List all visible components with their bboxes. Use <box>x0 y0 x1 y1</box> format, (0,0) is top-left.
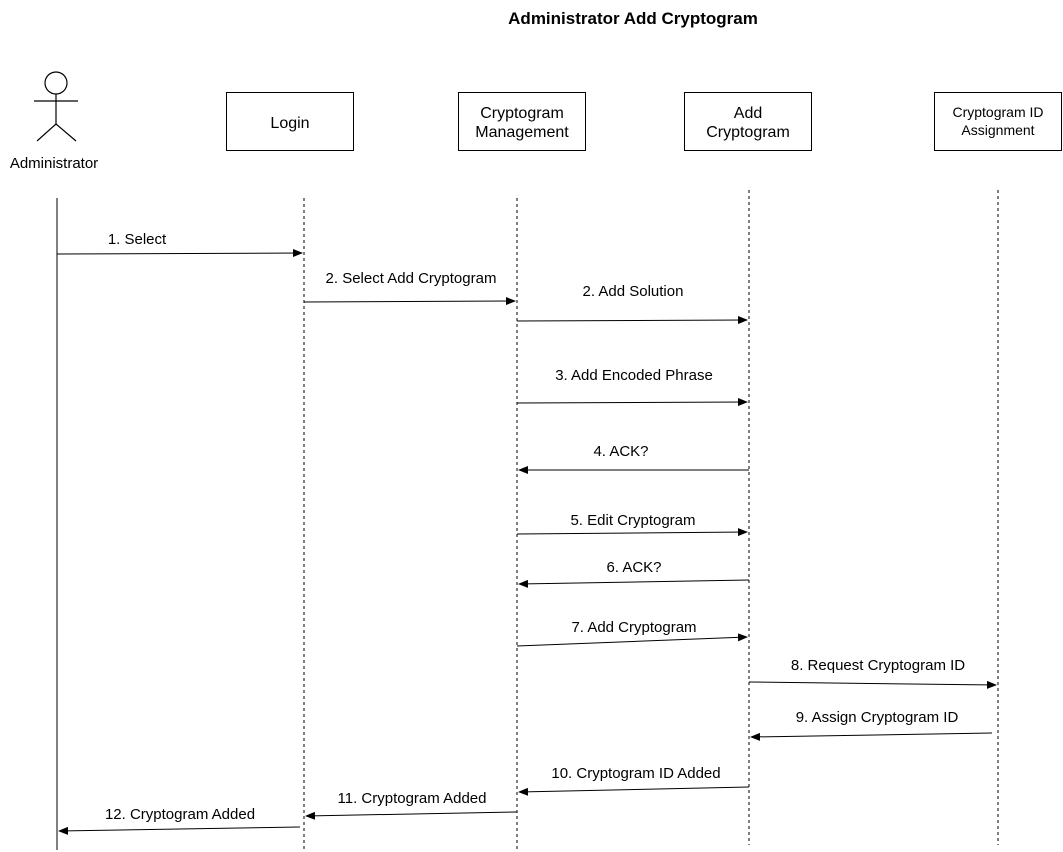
message-9: 8. Request Cryptogram ID <box>748 657 997 689</box>
participant-label-line: Add <box>734 105 762 122</box>
message-5: 4. ACK? <box>518 443 749 474</box>
message-arrow <box>303 297 516 306</box>
message-label: 6. ACK? <box>606 559 661 576</box>
message-4: 3. Add Encoded Phrase <box>516 367 748 407</box>
message-arrow <box>516 528 748 537</box>
message-11: 10. Cryptogram ID Added <box>518 765 750 796</box>
participant-cryptogram-management: Cryptogram Management <box>458 92 586 151</box>
participant-label-line: Management <box>475 124 569 141</box>
message-3: 2. Add Solution <box>516 283 748 325</box>
message-arrow <box>518 579 750 588</box>
message-6: 5. Edit Cryptogram <box>516 512 748 537</box>
message-label: 8. Request Cryptogram ID <box>791 657 965 674</box>
participant-label-line: Login <box>270 115 309 132</box>
diagram-title: Administrator Add Cryptogram <box>508 9 758 28</box>
participant-label-line: Cryptogram ID <box>952 104 1043 120</box>
message-label: 10. Cryptogram ID Added <box>551 765 720 782</box>
stick-figure-icon <box>34 71 78 142</box>
participant-cryptogram-id-assignment: Cryptogram ID Assignment <box>934 92 1062 151</box>
message-label: 3. Add Encoded Phrase <box>555 367 713 384</box>
message-label: 2. Add Solution <box>583 283 684 300</box>
message-13: 12. Cryptogram Added <box>58 806 301 835</box>
message-arrow <box>750 732 993 741</box>
message-8: 7. Add Cryptogram <box>516 619 748 647</box>
message-label: 12. Cryptogram Added <box>105 806 255 823</box>
message-arrow <box>516 633 748 647</box>
administrator-actor: Administrator <box>10 71 98 172</box>
message-1: 1. Select <box>56 231 303 258</box>
participant-label-line: Cryptogram <box>480 105 564 122</box>
message-2: 2. Select Add Cryptogram <box>303 270 516 306</box>
message-label: 2. Select Add Cryptogram <box>326 270 497 287</box>
message-arrow <box>516 398 748 407</box>
message-label: 5. Edit Cryptogram <box>570 512 695 529</box>
message-arrow <box>56 249 303 258</box>
message-arrow <box>516 316 748 325</box>
message-arrow <box>305 811 518 820</box>
message-label: 4. ACK? <box>593 443 648 460</box>
message-7: 6. ACK? <box>518 559 750 588</box>
message-label: 1. Select <box>108 231 167 248</box>
message-label: 11. Cryptogram Added <box>338 790 487 807</box>
actor-label: Administrator <box>10 155 98 172</box>
participant-login: Login <box>226 92 354 151</box>
message-label: 7. Add Cryptogram <box>571 619 696 636</box>
message-label: 9. Assign Cryptogram ID <box>796 709 959 726</box>
message-arrow <box>58 826 301 835</box>
message-12: 11. Cryptogram Added <box>305 790 518 820</box>
participant-label-line: Assignment <box>961 122 1034 138</box>
participant-label-line: Cryptogram <box>706 124 790 141</box>
message-arrow <box>748 680 997 689</box>
message-10: 9. Assign Cryptogram ID <box>750 709 993 741</box>
participant-add-cryptogram: Add Cryptogram <box>684 92 812 151</box>
message-arrow <box>518 786 750 796</box>
